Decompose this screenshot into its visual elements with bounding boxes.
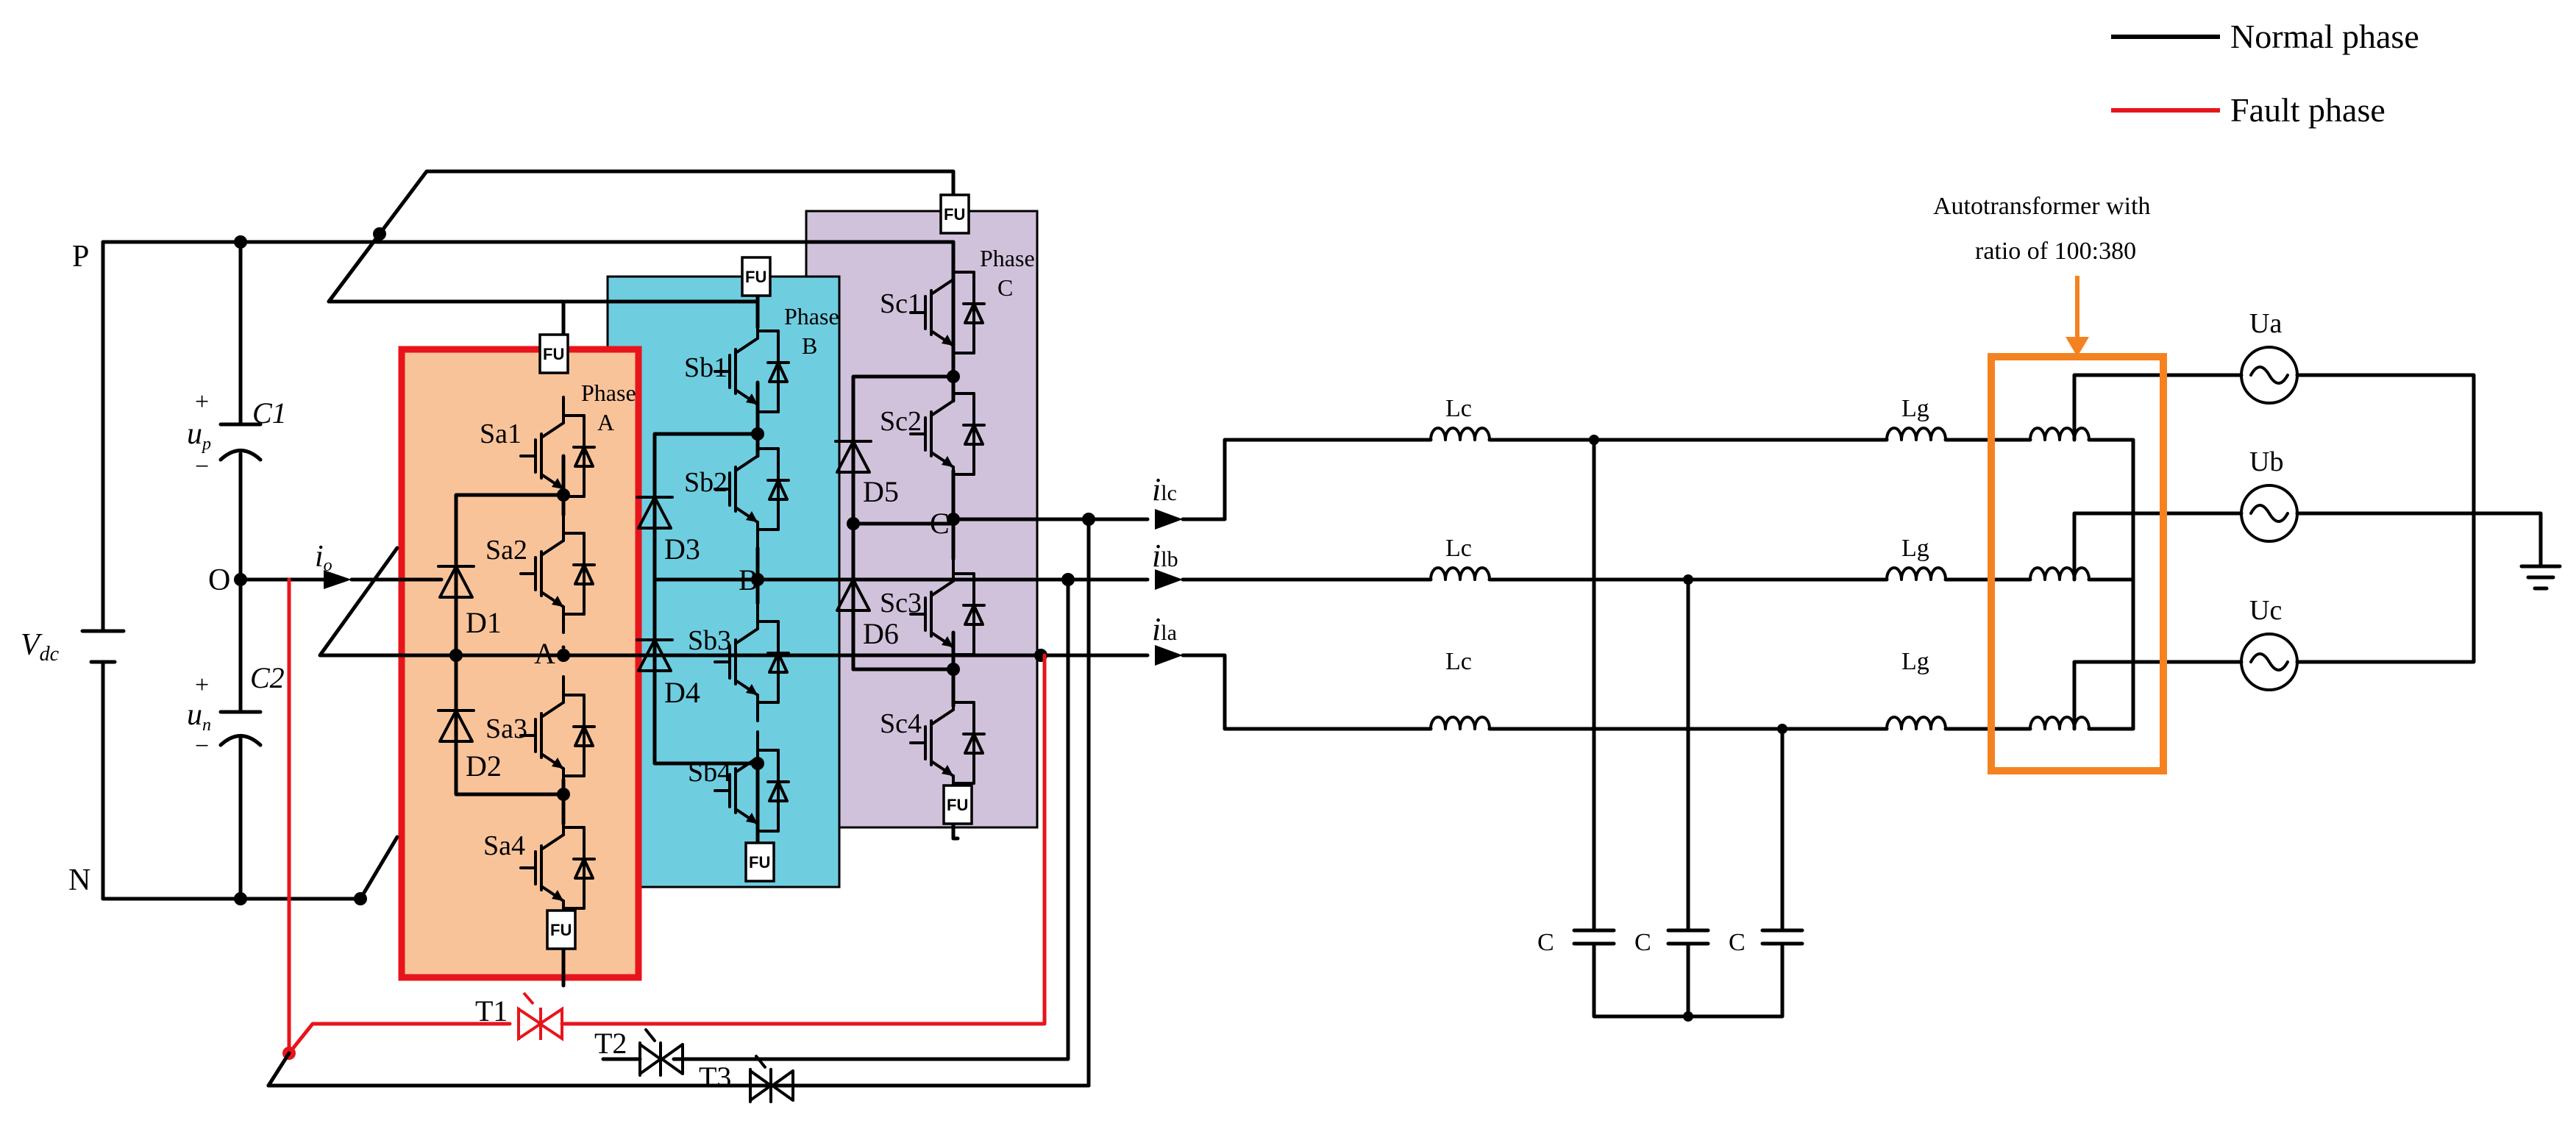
cap-label-1: C bbox=[1537, 929, 1554, 956]
c1-plus: + bbox=[195, 388, 209, 416]
switch-sa3-label: Sa3 bbox=[485, 713, 527, 744]
diode-d3-label: D3 bbox=[664, 532, 700, 566]
switch-sc2-label: Sc2 bbox=[880, 406, 922, 437]
thyristor-t1-label: T1 bbox=[475, 994, 508, 1027]
lc-label-3: Lc bbox=[1445, 648, 1472, 675]
switch-sb3-label: Sb3 bbox=[688, 625, 731, 656]
phase-c-label: Phase bbox=[980, 245, 1035, 271]
legend-normal-label: Normal phase bbox=[2230, 18, 2419, 55]
c2-label: C2 bbox=[250, 661, 285, 694]
switch-sa2-label: Sa2 bbox=[485, 535, 527, 566]
current-la-label: ila bbox=[1152, 611, 1177, 647]
phase-a-panel bbox=[398, 346, 642, 981]
lg-label-2: Lg bbox=[1901, 535, 1929, 562]
current-lb-label: ilb bbox=[1152, 538, 1178, 574]
node-a-label: A bbox=[534, 637, 555, 670]
diode-d1-label: D1 bbox=[466, 606, 502, 639]
c1-label: C1 bbox=[252, 396, 287, 430]
bus-p-label: P bbox=[72, 240, 89, 274]
vdc-label: Vdc bbox=[21, 628, 60, 666]
lg-label-1: Lg bbox=[1901, 395, 1929, 422]
switch-sa1-label: Sa1 bbox=[480, 418, 522, 449]
fuse-b-bottom: FU bbox=[744, 841, 775, 883]
io-label: io bbox=[315, 540, 332, 575]
un-label: un bbox=[187, 698, 211, 735]
fuse-a-bottom: FU bbox=[546, 909, 577, 950]
switch-sc1-label: Sc1 bbox=[880, 288, 922, 319]
cap-label-3: C bbox=[1729, 929, 1746, 956]
thyristor-t1 bbox=[517, 991, 563, 1041]
fuse-a-top: FU bbox=[538, 333, 569, 374]
switch-sb1-label: Sb1 bbox=[684, 352, 727, 383]
source-uc-label: Uc bbox=[2249, 595, 2282, 626]
output-lines bbox=[561, 438, 1433, 731]
legend-fault-label: Fault phase bbox=[2230, 91, 2385, 129]
autotransformer-box bbox=[1988, 353, 2167, 774]
svg-text:FU: FU bbox=[944, 205, 965, 224]
phase-a-label: Phase bbox=[581, 380, 636, 406]
switch-sa4-label: Sa4 bbox=[483, 830, 525, 861]
phase-b-letter: B bbox=[802, 332, 817, 359]
node-b-label: B bbox=[739, 563, 758, 596]
autotransformer-label-line1: Autotransformer with bbox=[1933, 193, 2151, 220]
diode-d4-label: D4 bbox=[664, 676, 700, 709]
thyristor-t3 bbox=[749, 1055, 794, 1103]
thyristor-t2 bbox=[601, 1028, 684, 1077]
svg-text:FU: FU bbox=[543, 345, 564, 363]
lcl-filter bbox=[1429, 427, 1947, 1022]
diode-d6-label: D6 bbox=[863, 617, 899, 650]
svg-text:FU: FU bbox=[550, 921, 572, 939]
autotransformer bbox=[1943, 276, 2213, 774]
autotransformer-label-line2: ratio of 100:380 bbox=[1975, 238, 2136, 265]
lc-label-1: Lc bbox=[1445, 395, 1472, 422]
switch-sb4-label: Sb4 bbox=[688, 757, 731, 788]
legend: Normal phase Fault phase bbox=[2111, 18, 2419, 129]
up-label: up bbox=[187, 417, 211, 454]
c2-plus: + bbox=[195, 671, 209, 699]
source-ua-label: Ua bbox=[2249, 308, 2282, 339]
c1-minus: − bbox=[195, 453, 209, 480]
diode-d2-label: D2 bbox=[466, 749, 502, 783]
phase-b-panel bbox=[606, 275, 841, 888]
phase-c-letter: C bbox=[997, 274, 1013, 301]
node-c-label: C bbox=[930, 507, 950, 540]
svg-text:FU: FU bbox=[947, 796, 968, 814]
c2-minus: − bbox=[195, 733, 209, 760]
phase-a-letter: A bbox=[597, 409, 614, 435]
bus-o-label: O bbox=[208, 563, 230, 597]
svg-text:FU: FU bbox=[745, 268, 766, 286]
bypass-network bbox=[266, 517, 1091, 1088]
phase-b-label: Phase bbox=[784, 303, 839, 329]
svg-text:FU: FU bbox=[749, 853, 770, 872]
cap-label-2: C bbox=[1634, 929, 1651, 956]
dc-link bbox=[80, 235, 956, 905]
grid-sources bbox=[2208, 346, 2562, 691]
current-lc-label: ilc bbox=[1152, 471, 1177, 507]
lg-label-3: Lg bbox=[1901, 648, 1929, 675]
switch-sc4-label: Sc4 bbox=[880, 708, 922, 739]
diode-d5-label: D5 bbox=[863, 475, 899, 508]
source-ub-label: Ub bbox=[2249, 446, 2283, 477]
thyristor-t3-label: T3 bbox=[699, 1061, 731, 1094]
switch-sb2-label: Sb2 bbox=[684, 467, 727, 498]
switch-sc3-label: Sc3 bbox=[880, 588, 922, 619]
fuse-c-top: FU bbox=[939, 193, 970, 235]
lc-label-2: Lc bbox=[1445, 535, 1472, 562]
fuse-b-top: FU bbox=[741, 256, 772, 297]
bus-n-label: N bbox=[68, 863, 90, 897]
thyristor-t2-label: T2 bbox=[594, 1027, 627, 1060]
fuse-c-bottom: FU bbox=[942, 784, 973, 825]
